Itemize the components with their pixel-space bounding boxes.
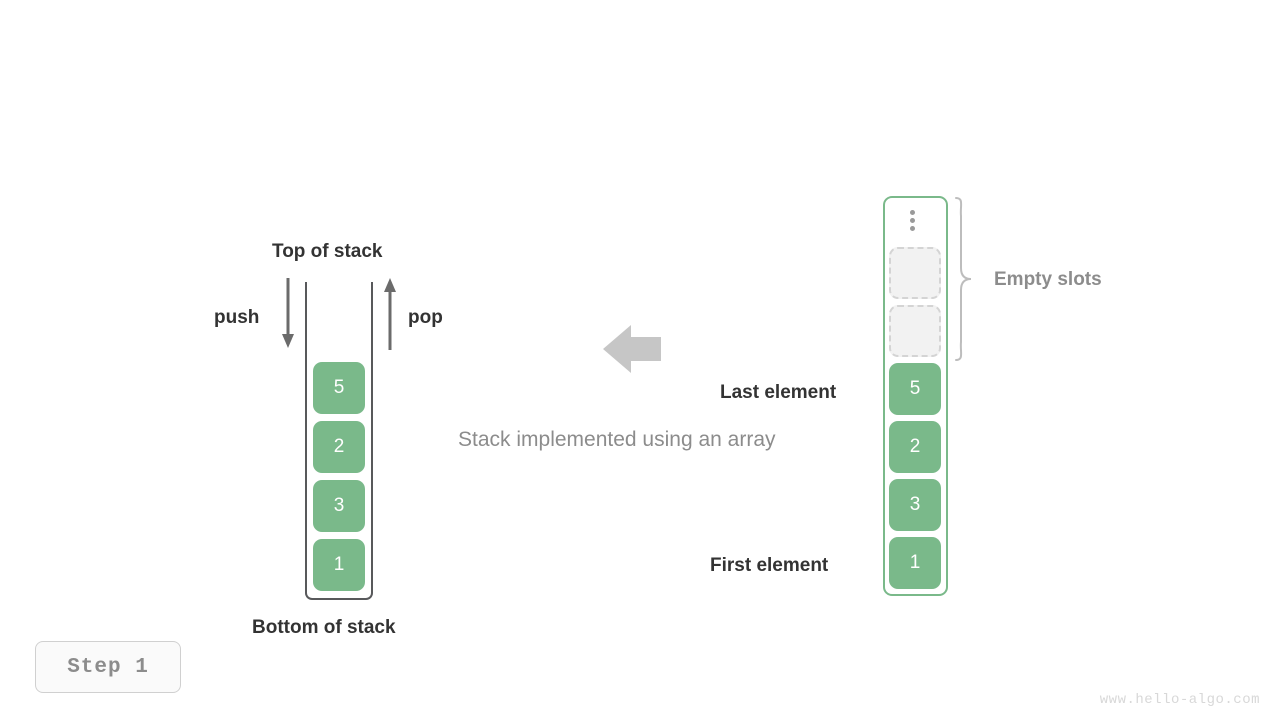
stack-cell: 2 — [313, 421, 365, 473]
stack-container — [305, 282, 373, 600]
first-element-label: First element — [710, 555, 829, 576]
push-arrow-icon — [282, 278, 294, 348]
stack-cell: 3 — [313, 480, 365, 532]
watermark: www.hello-algo.com — [1099, 692, 1260, 708]
empty-slots-label: Empty slots — [994, 269, 1102, 290]
array-container — [883, 196, 948, 596]
stack-cell-list: 5 2 3 1 — [313, 362, 365, 591]
ellipsis-dot — [910, 218, 915, 223]
array-cell: 5 — [889, 363, 941, 415]
array-empty-slot — [889, 305, 941, 357]
array-cell: 3 — [889, 479, 941, 531]
array-cell: 1 — [889, 537, 941, 589]
push-label: push — [214, 307, 260, 328]
array-cell: 2 — [889, 421, 941, 473]
array-empty-slot — [889, 247, 941, 299]
ellipsis-dot — [910, 210, 915, 215]
last-element-label: Last element — [720, 382, 837, 403]
bottom-of-stack-label: Bottom of stack — [252, 617, 396, 638]
empty-slots-brace-icon — [955, 197, 972, 361]
figure-caption: Stack implemented using an array — [458, 428, 776, 451]
top-of-stack-label: Top of stack — [272, 241, 383, 262]
pop-arrow-icon — [384, 278, 396, 350]
stack-cell: 1 — [313, 539, 365, 591]
stack-cell: 5 — [313, 362, 365, 414]
ellipsis-dot — [910, 226, 915, 231]
pop-label: pop — [408, 307, 443, 328]
array-cell-list: 5 2 3 1 — [889, 247, 941, 589]
transform-arrow-icon — [603, 325, 661, 373]
step-badge: Step 1 — [35, 641, 181, 693]
vertical-ellipsis-icon — [910, 210, 915, 231]
